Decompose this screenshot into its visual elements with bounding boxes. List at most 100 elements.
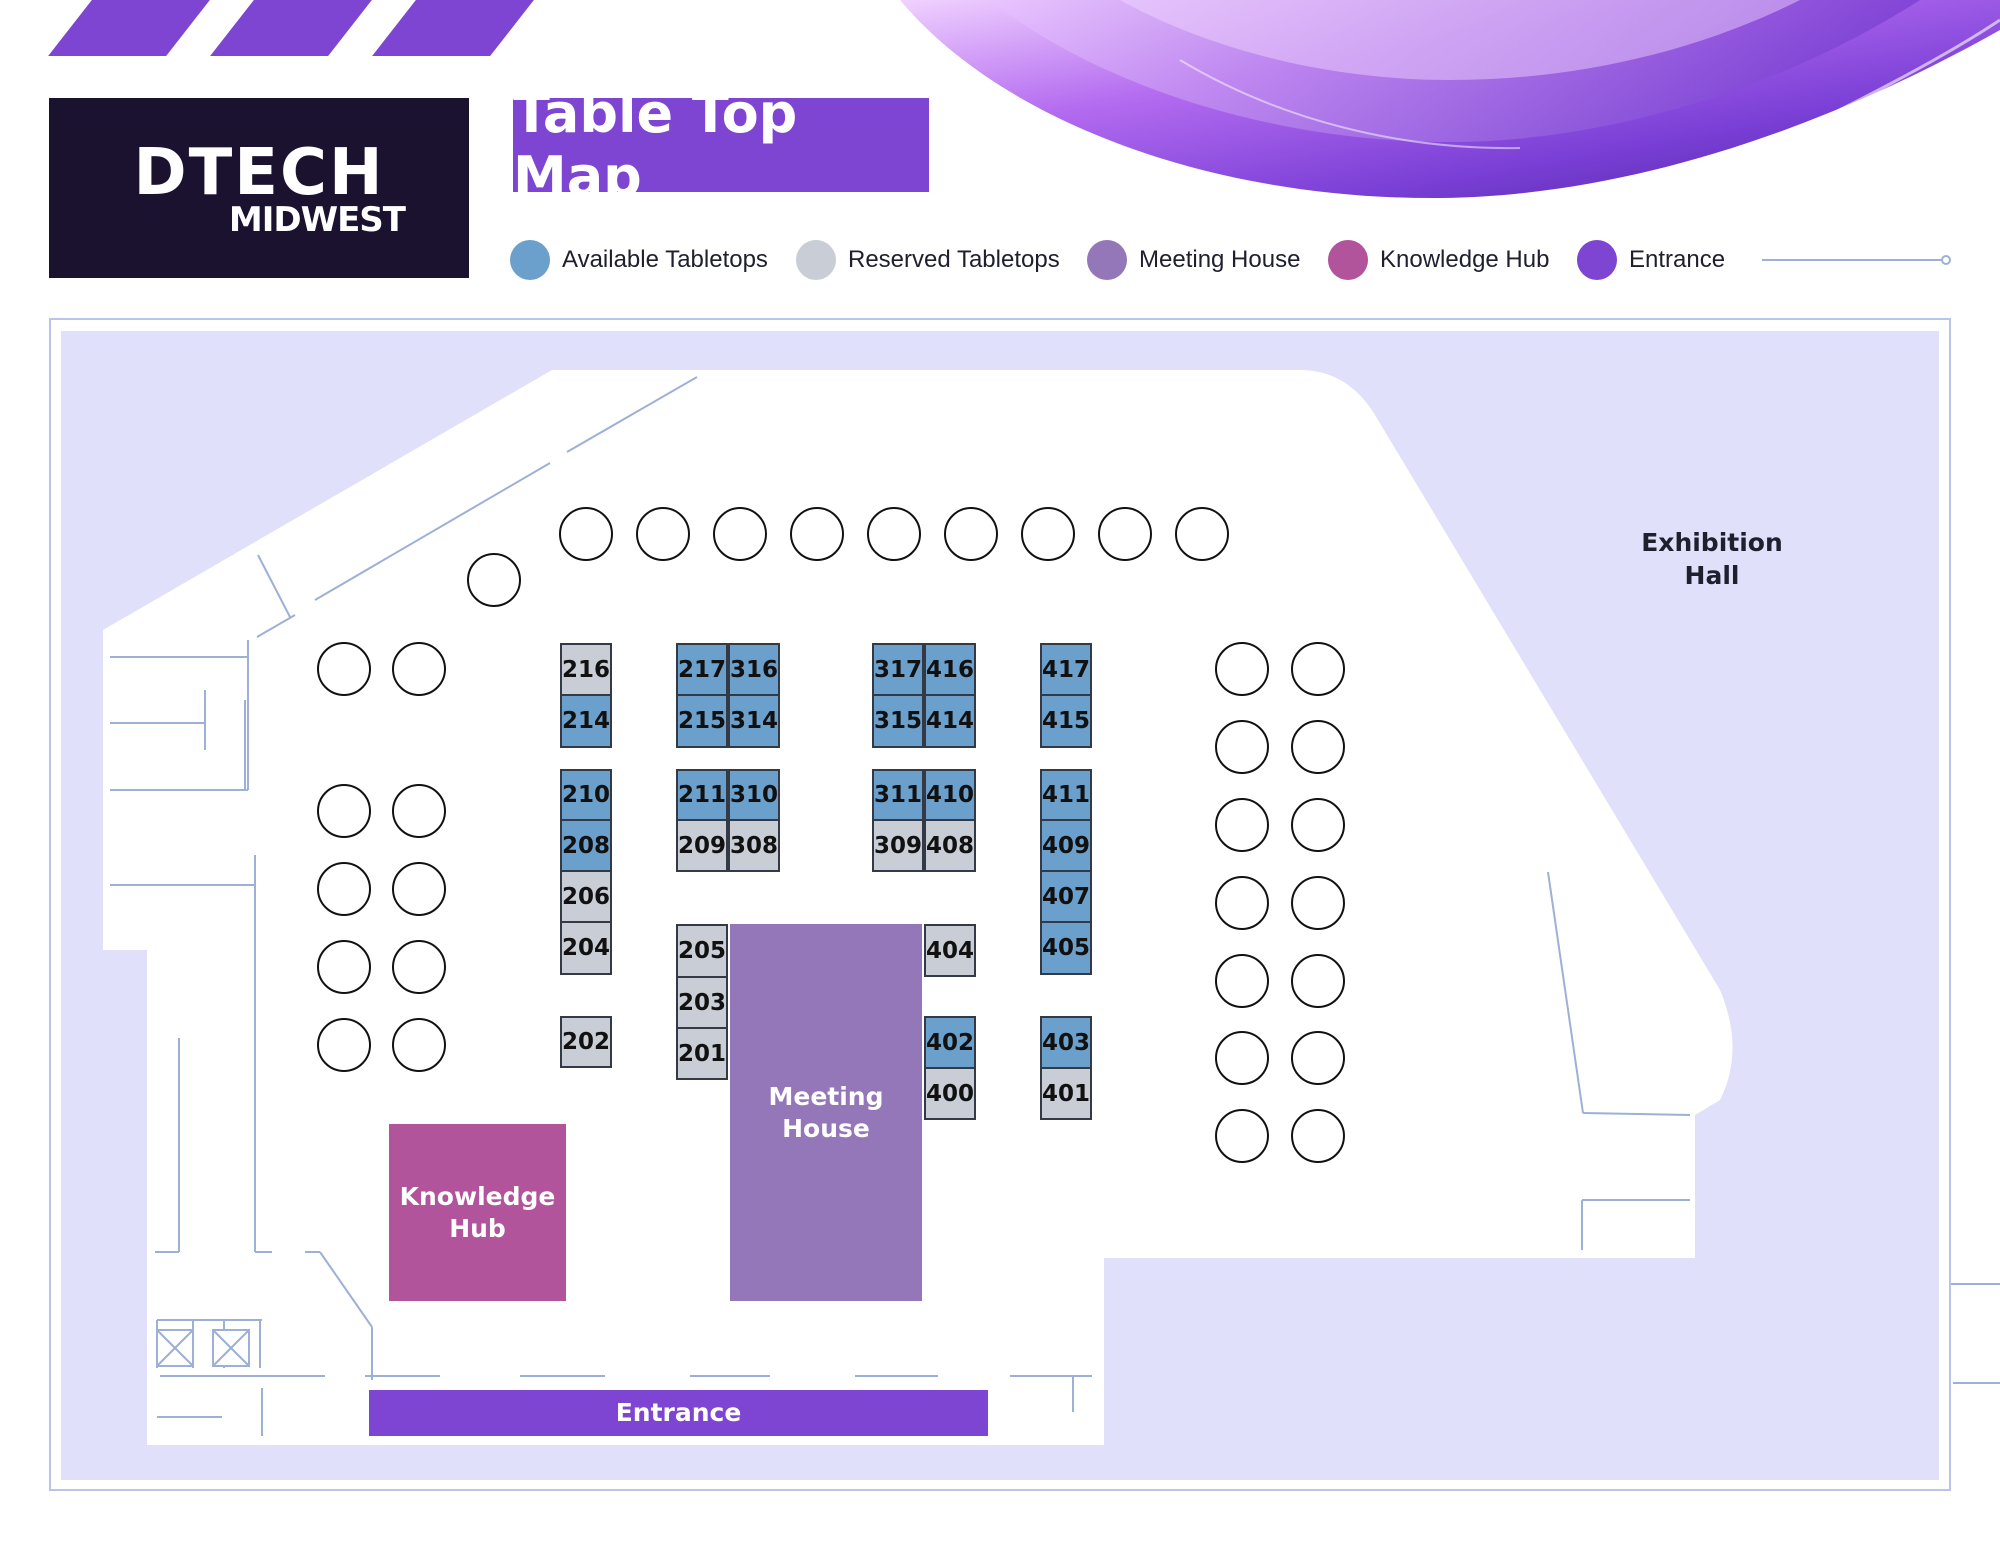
booth[interactable]: 202 [560,1016,612,1068]
entrance-swatch [1577,240,1617,280]
legend-label: Knowledge Hub [1380,246,1550,273]
legend-label: Meeting House [1139,246,1301,273]
booth-number: 316 [730,656,779,683]
booth[interactable]: 217 [676,643,728,696]
booth-number: 414 [926,708,975,734]
booth[interactable]: 206 [560,870,612,923]
logo-wordmark: DTECH [133,136,385,210]
booth-number: 315 [874,708,923,734]
booth[interactable]: 410 [924,769,976,821]
round-table [392,862,446,916]
entrance-area[interactable]: Entrance [369,1390,988,1436]
booth[interactable]: 408 [924,819,976,872]
booth[interactable]: 311 [872,769,924,821]
booth-number: 311 [874,782,923,808]
booth[interactable]: 400 [924,1067,976,1120]
booth[interactable]: 215 [676,694,728,748]
booth[interactable]: 404 [924,924,976,977]
legend-label: Reserved Tabletops [848,246,1060,273]
round-table [1215,720,1269,774]
legend-item-reserved: Reserved Tabletops [796,240,1060,280]
booth-number: 411 [1042,782,1091,808]
round-table [467,553,521,607]
service-box-icon [156,1329,194,1367]
booth[interactable]: 214 [560,694,612,748]
booth-number: 402 [926,1029,975,1056]
round-table [1291,1031,1345,1085]
booth[interactable]: 403 [1040,1016,1092,1069]
round-table [1215,1031,1269,1085]
legend-label: Entrance [1629,246,1726,273]
round-table [392,1018,446,1072]
round-table [317,1018,371,1072]
booth[interactable]: 411 [1040,769,1092,821]
knowledge-hub-label: Knowledge Hub [399,1181,556,1243]
booth-number: 404 [926,937,975,964]
booth[interactable]: 203 [676,976,728,1029]
round-table [1291,642,1345,696]
booth-number: 407 [1042,883,1091,910]
round-table [790,507,844,561]
meeting-house-label: Meeting House [768,1081,884,1143]
round-table [1291,954,1345,1008]
booth[interactable]: 417 [1040,643,1092,696]
booth-number: 401 [1042,1080,1091,1107]
meeting-house-area[interactable]: Meeting House [730,924,922,1301]
booth[interactable]: 201 [676,1027,728,1080]
booth[interactable]: 317 [872,643,924,696]
booth[interactable]: 402 [924,1016,976,1069]
round-table [1291,720,1345,774]
booth-number: 206 [562,883,611,910]
round-table [392,642,446,696]
round-table [392,784,446,838]
entrance-label: Entrance [615,1398,742,1427]
round-table [1215,954,1269,1008]
dtech-midwest-logo: DTECH MIDWEST [49,98,469,278]
booth[interactable]: 211 [676,769,728,821]
booth[interactable]: 314 [728,694,780,748]
booth[interactable]: 216 [560,643,612,696]
booth-number: 415 [1042,708,1091,734]
booth[interactable]: 205 [676,924,728,978]
map-frame [49,318,1951,1491]
booth[interactable]: 401 [1040,1067,1092,1120]
booth-number: 216 [562,656,611,683]
exhibition-hall-label: Exhibition Hall [1641,528,1783,590]
booth-number: 310 [730,782,779,808]
booth-number: 211 [678,782,727,808]
booth[interactable]: 414 [924,694,976,748]
round-table [1215,642,1269,696]
booth[interactable]: 315 [872,694,924,748]
booth-number: 209 [678,832,727,859]
booth[interactable]: 210 [560,769,612,821]
booth[interactable]: 209 [676,819,728,872]
booth[interactable]: 309 [872,819,924,872]
booth[interactable]: 310 [728,769,780,821]
booth[interactable]: 415 [1040,694,1092,748]
booth[interactable]: 407 [1040,870,1092,923]
booth[interactable]: 208 [560,819,612,872]
booth[interactable]: 204 [560,921,612,975]
booth[interactable]: 316 [728,643,780,696]
round-table [1175,507,1229,561]
knowledge-hub-swatch [1328,240,1368,280]
round-table [317,862,371,916]
booth-number: 208 [562,832,611,859]
booth-number: 214 [562,708,611,734]
reserved-swatch [796,240,836,280]
booth-number: 317 [874,656,923,683]
round-table [392,940,446,994]
booth[interactable]: 416 [924,643,976,696]
booth-number: 408 [926,832,975,859]
round-table [1291,798,1345,852]
booth-number: 309 [874,832,923,859]
round-table [559,507,613,561]
booth[interactable]: 308 [728,819,780,872]
booth-number: 417 [1042,656,1091,683]
booth[interactable]: 405 [1040,921,1092,975]
booth-number: 409 [1042,832,1091,859]
booth[interactable]: 409 [1040,819,1092,872]
knowledge-hub-area[interactable]: Knowledge Hub [389,1124,566,1301]
booth-number: 205 [678,938,727,964]
round-table [1098,507,1152,561]
